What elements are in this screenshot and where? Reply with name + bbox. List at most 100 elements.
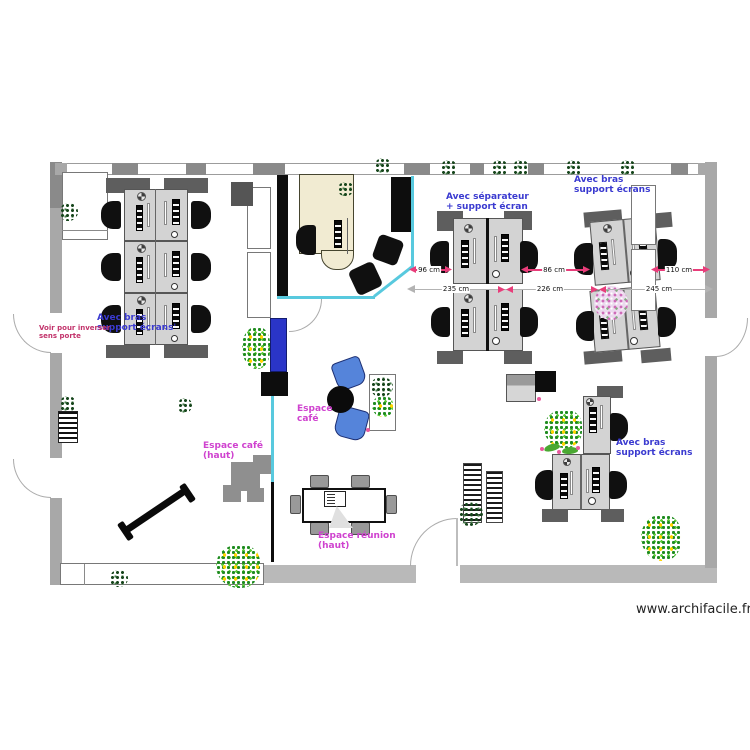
projector-laptop[interactable] — [324, 491, 346, 507]
keyboard[interactable] — [586, 469, 589, 493]
keyboard[interactable] — [147, 203, 150, 227]
flower-dot[interactable] — [557, 450, 561, 454]
meeting-chair[interactable] — [310, 475, 329, 488]
cup-icon[interactable] — [588, 497, 596, 505]
monitor[interactable] — [592, 467, 600, 493]
dimension-label-86cm[interactable]: 86 cm — [542, 266, 566, 274]
monitor[interactable] — [334, 220, 342, 248]
cup-icon[interactable] — [630, 337, 638, 345]
tall-cabinet[interactable] — [391, 177, 411, 232]
cup-icon[interactable] — [492, 337, 500, 345]
desk-partition[interactable] — [640, 347, 672, 364]
plant-icon[interactable] — [242, 327, 270, 369]
plant-icon[interactable] — [371, 377, 393, 397]
stairs-block[interactable] — [253, 455, 271, 474]
meeting-chair[interactable] — [386, 495, 397, 514]
desk-partition[interactable] — [437, 351, 463, 364]
cup-icon[interactable] — [171, 335, 178, 342]
annotation-door-note[interactable]: Voir pour inverser sens porte — [39, 324, 111, 341]
annotation-espace-reunion[interactable]: Espace réunion (haut) — [318, 531, 396, 552]
stairs-block[interactable] — [223, 485, 241, 502]
flower-dot[interactable] — [540, 447, 544, 451]
desk-separator[interactable] — [486, 289, 489, 351]
monitor[interactable] — [589, 407, 597, 433]
keyboard[interactable] — [494, 305, 497, 331]
divider-cabinet[interactable] — [261, 372, 288, 396]
entry-door-left-lower[interactable] — [13, 459, 51, 498]
desk-partition[interactable] — [601, 509, 624, 522]
dimension-label-110cm[interactable]: 110 cm — [664, 266, 694, 274]
keyboard[interactable] — [494, 236, 497, 262]
desk-phone-icon[interactable] — [586, 398, 594, 406]
desk-chair[interactable] — [101, 201, 121, 229]
desk-chair[interactable] — [574, 243, 593, 275]
storage-box[interactable] — [535, 371, 556, 392]
keyboard[interactable] — [147, 307, 150, 331]
meeting-chair[interactable] — [351, 475, 370, 488]
annotation-left-cluster[interactable]: Avec bras support écrans' — [97, 313, 177, 334]
desk-chair[interactable] — [191, 201, 211, 229]
office-door[interactable] — [289, 299, 322, 332]
flower-dot[interactable] — [576, 446, 580, 450]
desk-partition[interactable] — [106, 345, 150, 358]
keyboard[interactable] — [473, 238, 476, 264]
guest-chair[interactable] — [371, 233, 405, 267]
desk-chair[interactable] — [191, 253, 211, 281]
meeting-room-door[interactable] — [410, 518, 457, 566]
flower-plant[interactable] — [594, 286, 628, 320]
desk-chair[interactable] — [610, 413, 628, 441]
desk-chair[interactable] — [191, 305, 211, 333]
monitor[interactable] — [501, 234, 509, 262]
desk-chair[interactable] — [535, 470, 553, 500]
annotation-middle-cluster[interactable]: Avec séparateur + support écran — [446, 192, 529, 213]
desk-phone-icon[interactable] — [137, 192, 146, 201]
plant-icon[interactable] — [216, 545, 260, 588]
desk-partition[interactable] — [542, 509, 568, 522]
right-wall-cabinet[interactable] — [631, 185, 656, 245]
monitor[interactable] — [172, 251, 180, 277]
desk-plant-icon[interactable] — [338, 182, 354, 196]
desk-chair[interactable] — [520, 307, 538, 337]
desk-chair[interactable] — [101, 253, 121, 281]
desk-partition[interactable] — [597, 386, 623, 398]
monitor[interactable] — [136, 205, 143, 231]
annotation-espace-cafe[interactable]: Espace café — [297, 404, 333, 425]
cup-icon[interactable] — [171, 283, 178, 290]
monitor[interactable] — [461, 240, 469, 268]
plant-icon[interactable] — [110, 570, 128, 587]
monitor[interactable] — [172, 199, 180, 225]
flower-dot[interactable] — [366, 428, 370, 432]
plant-icon[interactable] — [375, 158, 391, 174]
reception-desk-return[interactable] — [321, 250, 354, 270]
desk-divider[interactable] — [580, 454, 582, 510]
coffee-table[interactable] — [327, 386, 354, 413]
divider-cabinet-lower[interactable] — [247, 252, 271, 318]
dimension-label-226cm[interactable]: 226 cm — [535, 285, 565, 293]
bookshelf[interactable] — [486, 471, 503, 523]
monitor[interactable] — [136, 257, 143, 283]
keyboard[interactable] — [570, 471, 573, 495]
desk-phone-icon[interactable] — [563, 458, 571, 466]
radiator[interactable] — [58, 411, 78, 443]
plant-icon[interactable] — [544, 410, 582, 448]
monitor[interactable] — [172, 303, 180, 329]
printer[interactable] — [506, 374, 536, 402]
whiteboard[interactable] — [270, 318, 287, 372]
dimension-label-245cm[interactable]: 245 cm — [644, 285, 674, 293]
desk-divider[interactable] — [155, 189, 156, 345]
storage-box[interactable] — [231, 182, 253, 206]
annotation-bottomright-cluster[interactable]: Avec bras support écrans — [616, 438, 693, 459]
cup-icon[interactable] — [171, 231, 178, 238]
meeting-chair[interactable] — [290, 495, 301, 514]
desk-phone-icon[interactable] — [603, 224, 612, 233]
desk-chair[interactable] — [431, 307, 450, 337]
desk-phone-icon[interactable] — [464, 224, 473, 233]
desk-phone-icon[interactable] — [137, 296, 146, 305]
desk-chair[interactable] — [430, 241, 449, 273]
monitor[interactable] — [501, 303, 509, 331]
plant-icon[interactable] — [60, 396, 76, 412]
barbell-bar[interactable] — [124, 488, 186, 534]
dimension-label-235cm[interactable]: 235 cm — [441, 285, 471, 293]
plant-icon[interactable] — [441, 160, 457, 176]
plant-icon[interactable] — [372, 396, 393, 417]
